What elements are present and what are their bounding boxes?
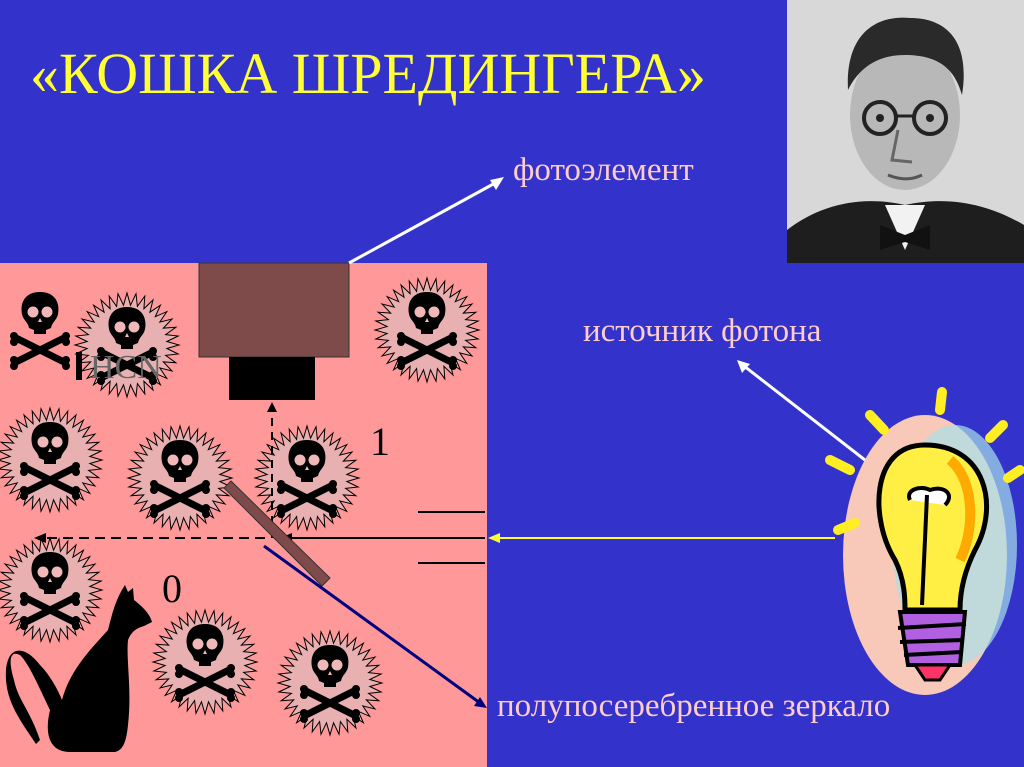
skull-crossbones-icon xyxy=(0,406,104,514)
half-silvered-mirror xyxy=(223,480,331,587)
photo-element-pointer xyxy=(348,180,498,265)
light-bulb-icon xyxy=(825,387,1024,695)
skull-crossbones-icon xyxy=(276,629,384,737)
arrowhead-icon xyxy=(488,533,500,543)
mirror-pointer xyxy=(263,544,481,705)
skull-crossbones-icon xyxy=(126,424,234,532)
photo-element-sensor xyxy=(229,357,315,400)
arrowhead-icon xyxy=(474,697,487,708)
photo-element-body xyxy=(198,262,350,358)
path-one-label: 1 xyxy=(370,419,390,464)
cat-silhouette-icon xyxy=(5,585,153,752)
skull-crossbones-icon xyxy=(73,291,181,399)
arrowhead-icon xyxy=(737,360,750,373)
skull-crossbones-icon xyxy=(151,608,259,716)
poison-skulls xyxy=(0,276,481,737)
skull-crossbones-icon xyxy=(0,536,104,644)
slide-title: «КОШКА ШРЕДИНГЕРА» xyxy=(30,41,706,106)
skull-crossbones-icon xyxy=(373,276,481,384)
portrait-photo xyxy=(787,0,1024,263)
skull-crossbones-icon xyxy=(253,424,361,532)
arrowhead-icon xyxy=(490,177,504,190)
half-silvered-mirror-label: полупосеребренное зеркало xyxy=(497,688,891,724)
arrowhead-icon xyxy=(34,533,46,543)
photon-source-label: источник фотона xyxy=(583,313,822,349)
path-zero-label: 0 xyxy=(162,566,182,611)
arrowhead-icon xyxy=(267,402,277,412)
vial-mark xyxy=(76,352,82,380)
poison-label: HCN xyxy=(90,349,162,386)
photo-element-label: фотоэлемент xyxy=(513,152,694,188)
